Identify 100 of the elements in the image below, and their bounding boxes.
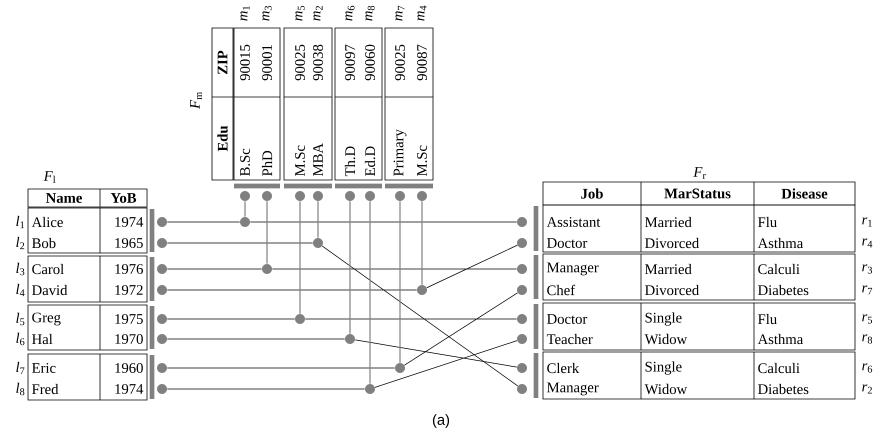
table-entry: Calculi	[758, 362, 800, 374]
link-line	[349, 201, 351, 334]
table-entry: Teacher	[546, 334, 593, 344]
table-entry: 1970	[115, 334, 143, 344]
table-entry: 1972	[115, 285, 143, 295]
header-row	[542, 182, 856, 206]
header-row	[28, 188, 148, 208]
connector-dot	[365, 384, 375, 394]
column-header: Name	[46, 193, 82, 203]
link-line	[404, 292, 518, 366]
table-entry: Married	[645, 264, 692, 274]
link-line	[399, 201, 401, 363]
row-label: r$_{2}$	[862, 384, 872, 394]
row-label: l$_{3}$	[16, 262, 24, 276]
table-entry: Ed.D	[364, 146, 376, 176]
row-label: m$_{3}$	[262, 6, 272, 21]
table-entry: Doctor	[547, 314, 588, 324]
table-entry: 1974	[115, 384, 144, 394]
table-entry: Asthma	[758, 238, 804, 248]
row-label: m$_{2}$	[313, 6, 323, 21]
table-entry: David	[32, 284, 68, 296]
connector-dot	[157, 384, 168, 394]
connector-dot	[395, 191, 405, 201]
table-entry: 1975	[115, 314, 143, 324]
table-entry: Flu	[758, 216, 777, 228]
connector-dot	[517, 238, 527, 248]
row-label: r$_{5}$	[862, 314, 872, 324]
column-header: MarStatus	[664, 188, 731, 198]
table-entry: Widow	[644, 334, 688, 344]
table-entry: Bob	[32, 238, 56, 248]
connector-dot	[395, 363, 405, 373]
connector-dot	[157, 217, 168, 227]
link-line	[317, 201, 319, 238]
table-entry: Alice	[32, 216, 63, 228]
connector-dot	[157, 334, 168, 344]
connector-dot	[365, 191, 375, 201]
row-label: l$_{6}$	[16, 332, 24, 346]
table-entry: M.Sc	[417, 145, 427, 176]
connector-dot	[517, 363, 527, 373]
connector-dot	[313, 238, 323, 248]
connector-dot	[157, 238, 168, 248]
table-entry: 90060	[365, 44, 375, 80]
link-line	[304, 318, 518, 320]
row-label: l$_{7}$	[16, 362, 24, 374]
table-entry: Manager	[547, 262, 599, 276]
row-label: r$_{8}$	[862, 334, 872, 344]
connector-dot	[517, 384, 527, 394]
table-entry: Single	[646, 312, 682, 326]
connector-dot	[295, 191, 305, 201]
table-entry: Primary	[394, 129, 406, 176]
table-entry: Diabetes	[758, 384, 808, 394]
column-header: Disease	[782, 188, 828, 199]
table-entry: Calculi	[758, 264, 800, 274]
row-label: r$_{7}$	[862, 285, 872, 295]
connector-dot	[313, 191, 323, 201]
table-entry: 90087	[417, 44, 427, 80]
connector-dot	[517, 264, 527, 274]
connector-dot	[517, 314, 527, 324]
link-line	[374, 340, 518, 388]
connector-dot	[262, 191, 272, 201]
row-label: r$_{4}$	[862, 238, 872, 248]
table-entry: 90001	[262, 45, 272, 80]
table-entry: Married	[645, 216, 692, 228]
link-line	[369, 201, 371, 384]
connector-dot	[295, 314, 305, 324]
connector-dot	[262, 264, 272, 274]
connector-dot	[157, 314, 168, 324]
row-label: l$_{2}$	[16, 236, 24, 250]
table-entry: 90015	[240, 44, 250, 80]
link-line	[426, 244, 518, 288]
row-label: r$_{6}$	[862, 363, 872, 373]
row-label: l$_{8}$	[16, 382, 24, 396]
row-label: l$_{4}$	[16, 284, 25, 296]
table-entry: Widow	[644, 384, 688, 394]
link-line	[244, 201, 246, 217]
table-title: F$_{r}$	[693, 167, 706, 179]
table-title: F$_{l}$	[44, 171, 56, 183]
table-entry: Carol	[32, 264, 64, 274]
row-label: l$_{5}$	[16, 312, 24, 326]
connector-dot	[517, 217, 527, 227]
table-entry: Greg	[32, 312, 61, 326]
table-entry: 1965	[115, 238, 143, 248]
row-label: m$_{4}$	[417, 6, 427, 21]
table-entry: Eric	[32, 363, 56, 373]
row-label: l$_{1}$	[16, 216, 24, 228]
header-row	[212, 28, 234, 180]
connector-dot	[417, 191, 427, 201]
table-entry: Assistant	[546, 217, 600, 227]
link-line	[299, 201, 301, 314]
connector-dot	[345, 334, 355, 344]
table-entry: 1976	[115, 264, 143, 274]
connector-dot	[517, 285, 527, 295]
link-line	[354, 340, 518, 368]
row-label: r$_{3}$	[862, 264, 872, 274]
row-label: r$_{1}$	[862, 217, 872, 227]
connector-dot	[240, 191, 250, 201]
table-entry: Th.D	[344, 146, 356, 176]
row-label: m$_{8}$	[365, 6, 375, 21]
table-entry: Single	[646, 361, 682, 375]
column-header: ZIP	[218, 50, 228, 74]
